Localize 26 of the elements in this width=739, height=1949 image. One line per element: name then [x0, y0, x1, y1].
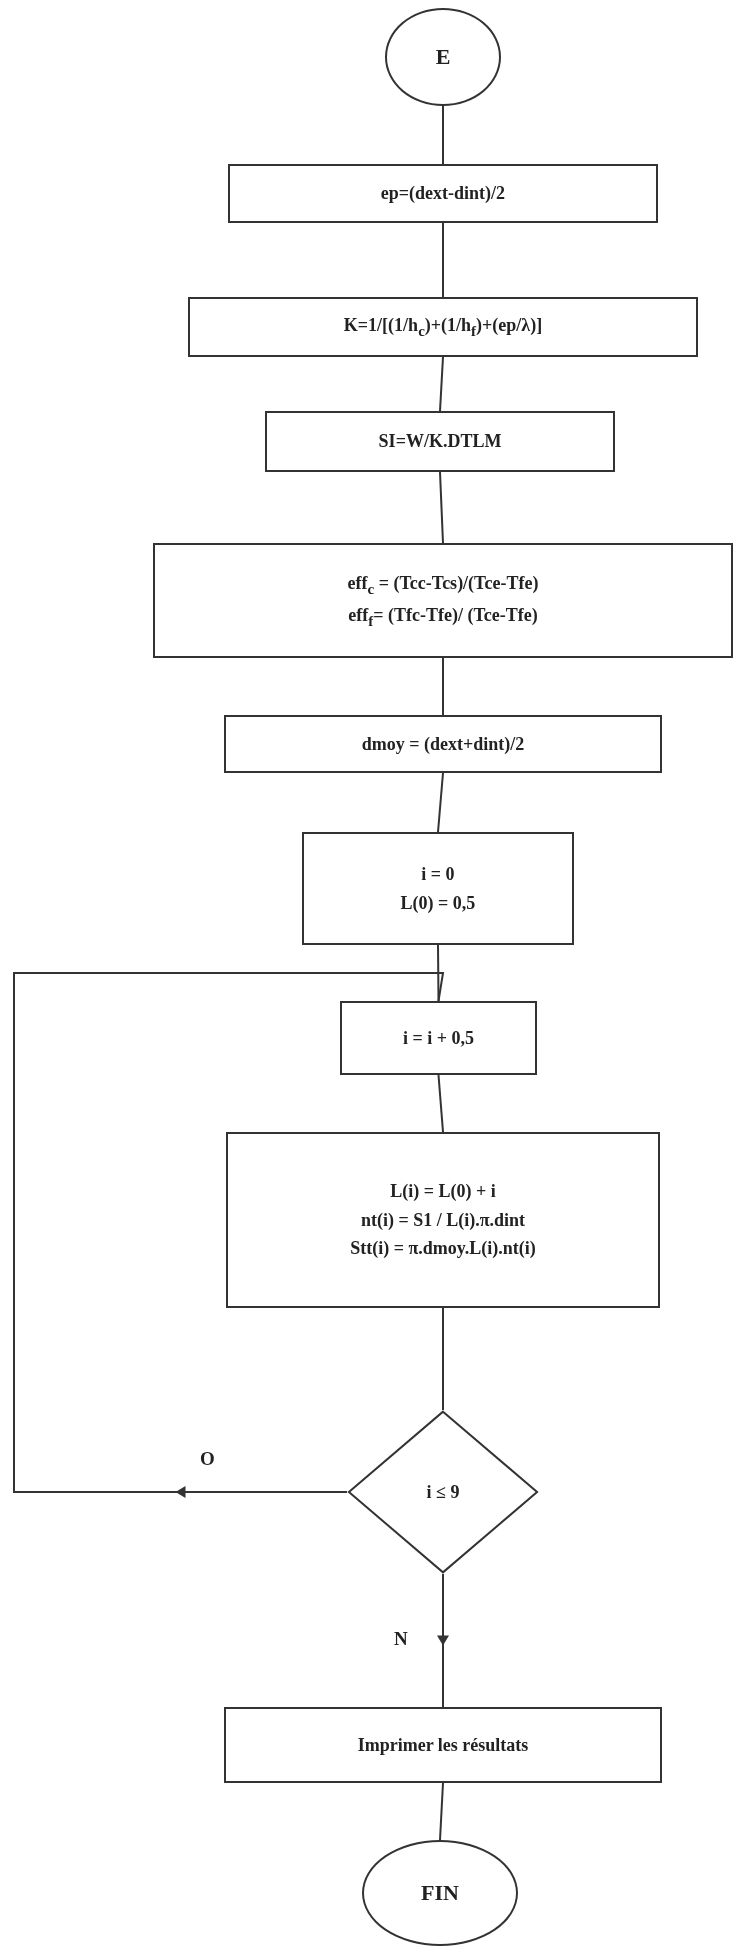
decision-diamond — [347, 1410, 539, 1574]
formula-text: i = i + 0,5 — [403, 1026, 474, 1050]
process-box — [224, 1707, 662, 1783]
formula-text: Stt(i) = π.dmoy.L(i).nt(i) — [350, 1237, 536, 1261]
formula-text: Imprimer les résultats — [357, 1733, 529, 1757]
formula-text: E — [435, 43, 451, 72]
formula-text: ep=(dext-dint)/2 — [380, 182, 506, 206]
process-box — [153, 543, 733, 658]
process-box — [265, 411, 615, 472]
process-box — [228, 164, 658, 223]
formula-text: SI=W/K.DTLM — [378, 430, 502, 454]
process-box — [224, 715, 662, 773]
process-box — [188, 297, 698, 357]
formula-text: L(0) = 0,5 — [400, 891, 476, 915]
formula-text: i ≤ 9 — [426, 1480, 460, 1504]
formula-text: nt(i) = S1 / L(i).π.dint — [360, 1208, 526, 1232]
formula-text: FIN — [421, 1879, 459, 1908]
formula-text: L(i) = L(0) + i — [390, 1179, 496, 1203]
process-box — [226, 1132, 660, 1308]
formula-text: dmoy = (dext+dint)/2 — [361, 732, 525, 756]
formula-text: i = 0 — [421, 862, 455, 886]
formula-text: eff$_{f}$= (Tfc-Tfe)/ (Tce-Tfe) — [348, 603, 538, 631]
formula-text: K=1/[(1/h$_{c}$)+(1/h$_{f}$)+(ep/λ)] — [343, 314, 543, 341]
process-box — [340, 1001, 537, 1075]
formula-text: eff$_{c}$ = (Tcc-Tcs)/(Tce-Tfe) — [347, 571, 539, 599]
process-box — [302, 832, 574, 945]
